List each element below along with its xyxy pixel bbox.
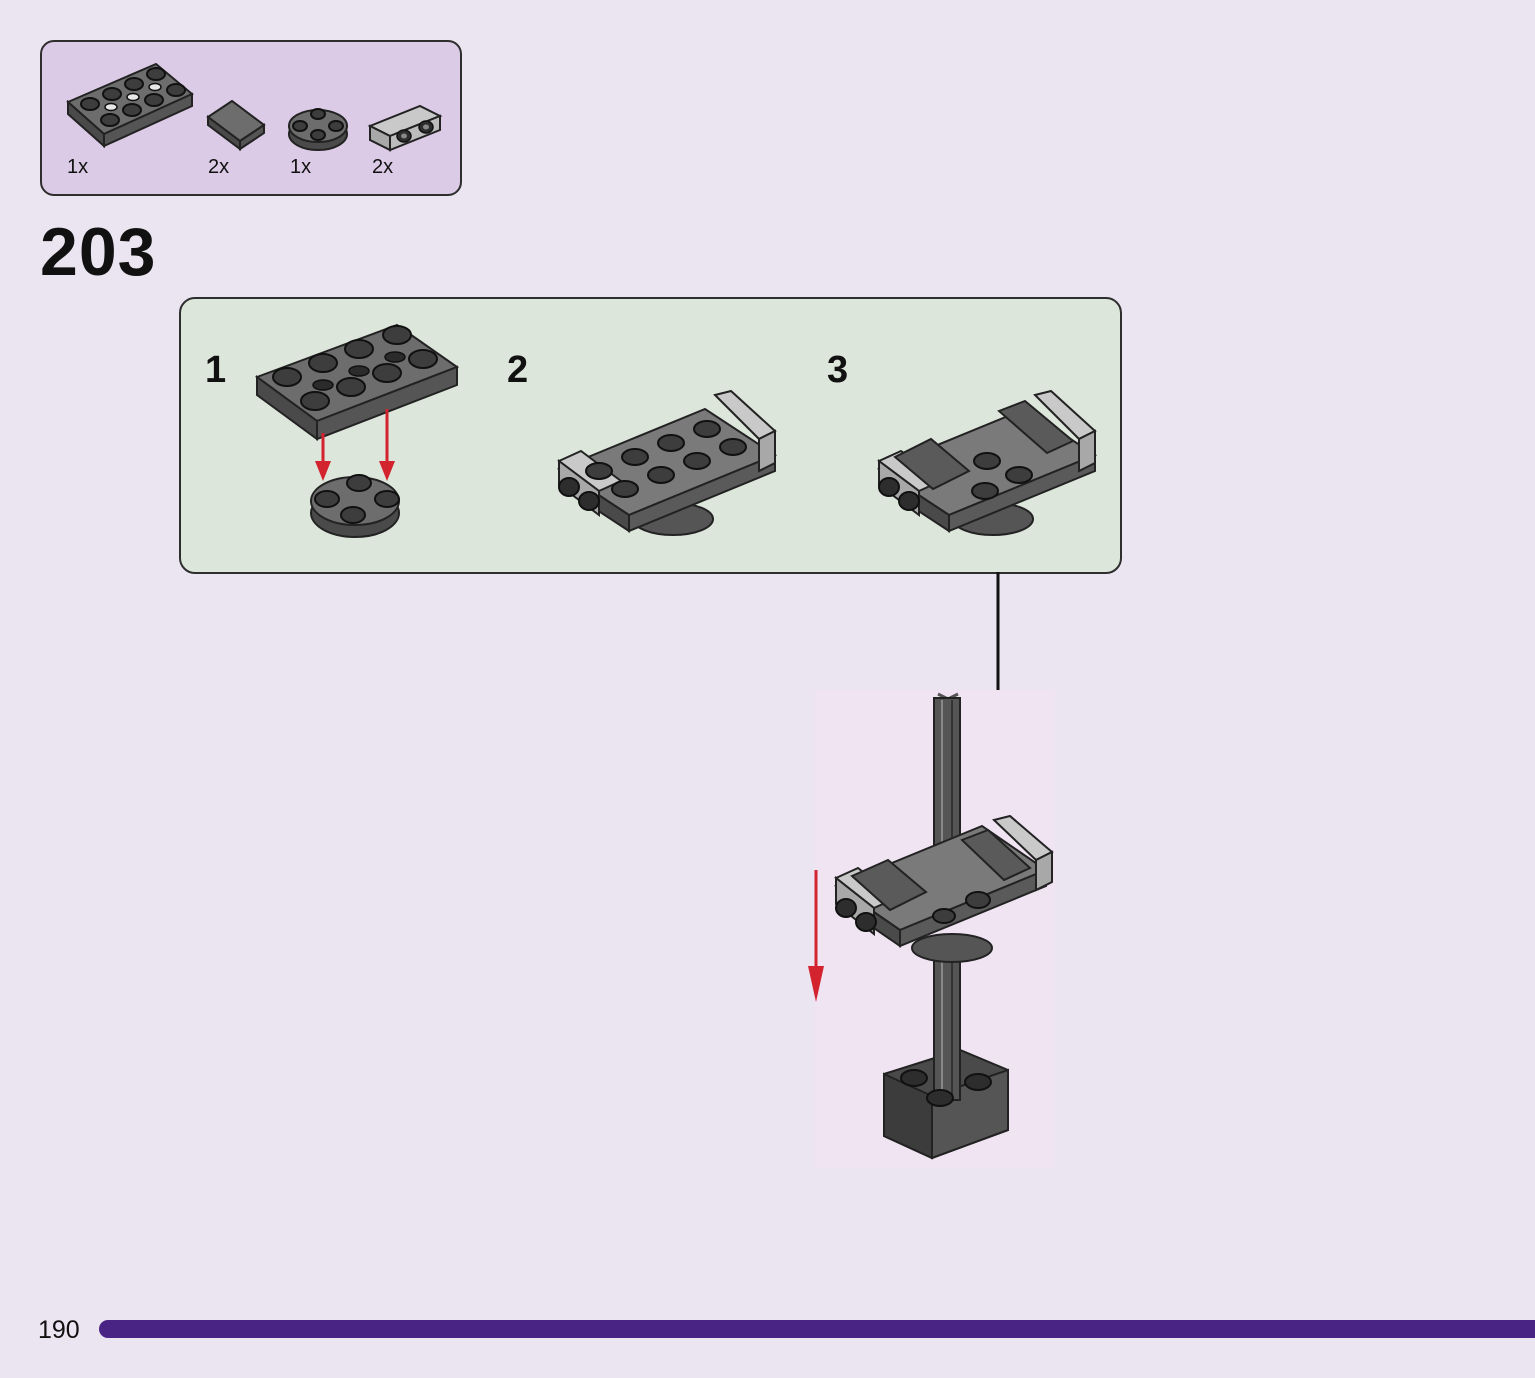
plate-2x4-holes-icon — [66, 62, 194, 149]
progress-bar — [99, 1320, 1535, 1338]
page-number: 190 — [38, 1316, 80, 1344]
substep-label-2: 2 — [507, 349, 529, 391]
step-number: 203 — [40, 214, 157, 290]
round-plate-icon — [288, 108, 348, 151]
part-qty-1: 1x — [67, 156, 89, 178]
substep-label-1: 1 — [205, 349, 227, 391]
main-model-illustration — [833, 692, 1054, 1160]
part-qty-4: 2x — [372, 156, 394, 178]
substep-box: 1 2 3 — [179, 297, 1122, 574]
part-qty-3: 1x — [290, 156, 312, 178]
parts-list: 1x 2x 1x 2x — [40, 40, 462, 196]
substep-3-illustration — [876, 389, 1098, 536]
substep-2-illustration — [556, 389, 778, 536]
part-qty-2: 2x — [208, 156, 230, 178]
substep-label-3: 3 — [827, 349, 849, 391]
substep-1-illustration — [254, 323, 460, 538]
slope-icon — [206, 99, 266, 151]
red-down-arrow — [808, 870, 824, 1002]
bracket-icon — [367, 104, 443, 152]
